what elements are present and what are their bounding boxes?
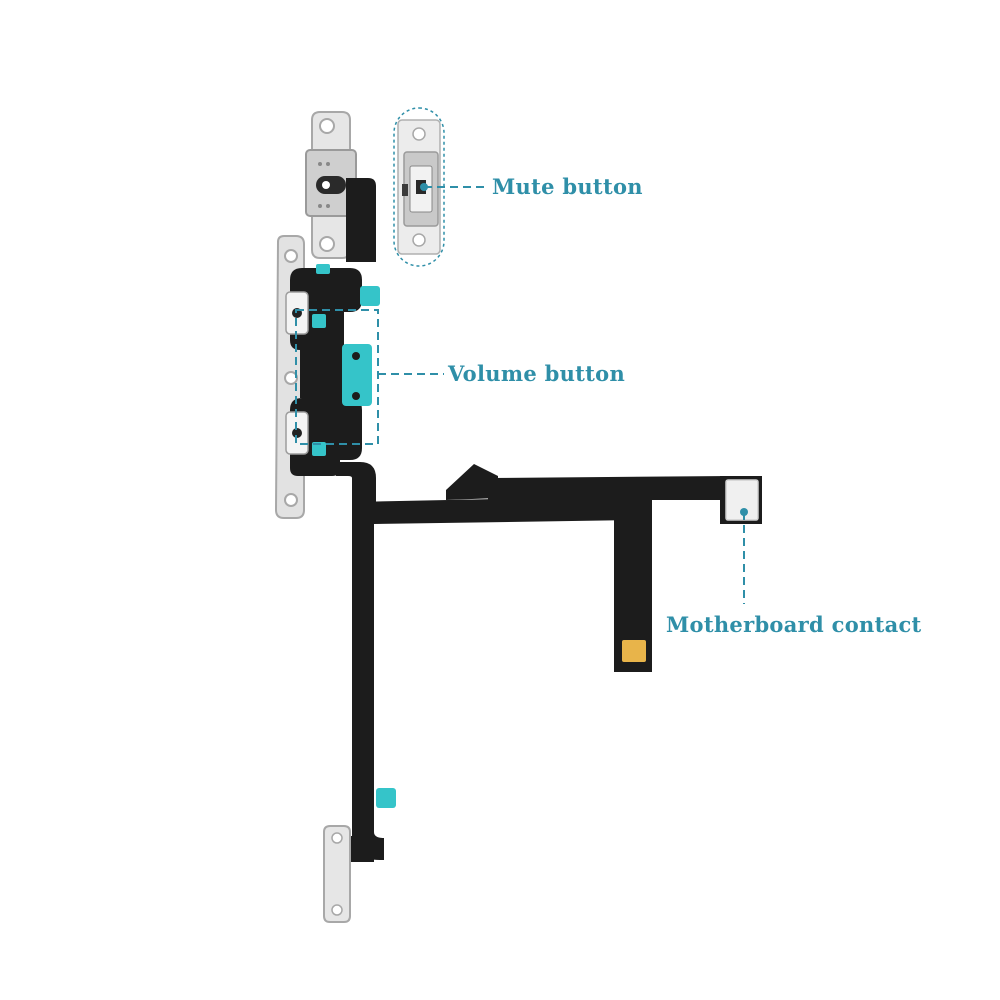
callout-lines [295,186,745,604]
mute-button-label: Mute button [492,174,643,199]
callout-dots [420,183,748,516]
mute-bracket [305,111,357,259]
mute-switch-part [393,107,445,267]
volume-highlight-box [295,309,379,445]
bottom-bracket [323,825,351,923]
motherboard-contact-pad [725,479,759,521]
gold-contact-pad [622,640,646,662]
volume-button-label: Volume button [447,361,625,386]
adhesive-pads [312,264,396,808]
volume-switch-lower [285,411,309,455]
motherboard-contact-label: Motherboard contact [666,612,922,637]
mute-highlight-outline [393,107,445,267]
